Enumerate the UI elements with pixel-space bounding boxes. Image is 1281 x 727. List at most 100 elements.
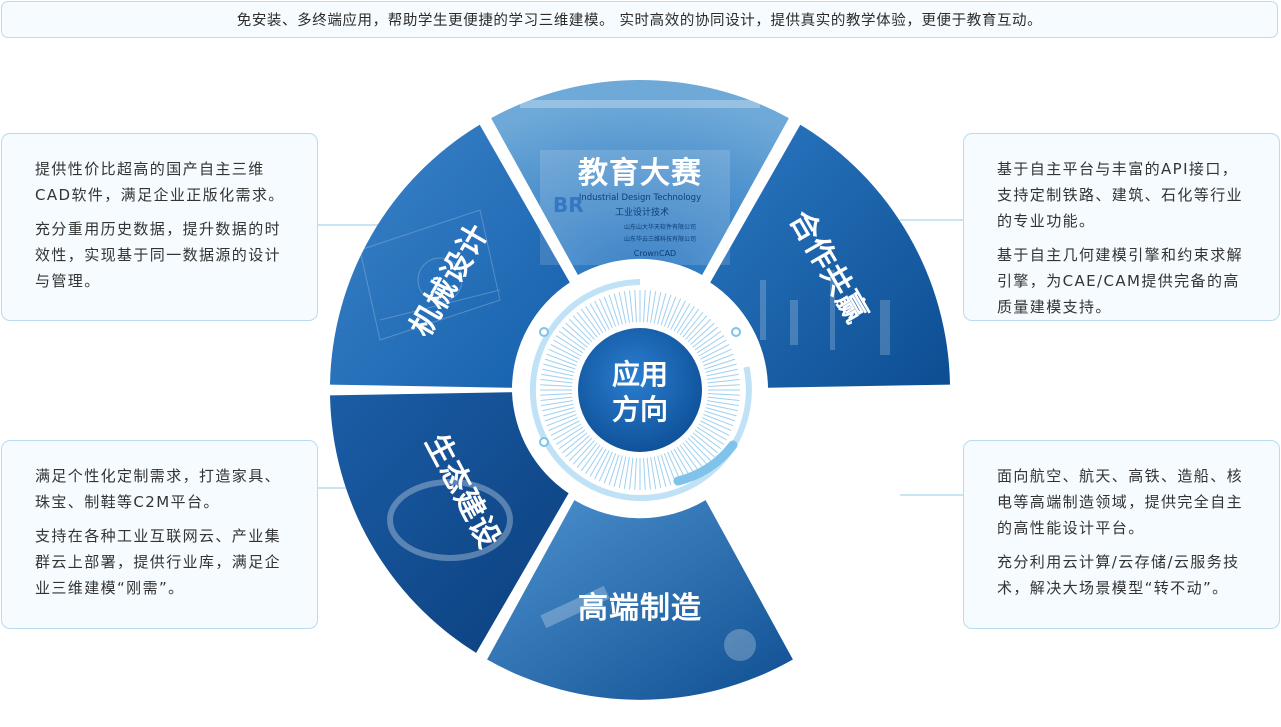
photo-overlay-mechanical xyxy=(359,209,501,341)
hub-tick xyxy=(660,454,672,486)
hub-tick xyxy=(558,429,586,450)
hub-tick xyxy=(585,446,604,475)
hub-tick xyxy=(696,426,725,445)
hub-tick xyxy=(561,326,588,348)
hub-tick xyxy=(542,403,574,412)
hub-tick xyxy=(598,451,613,482)
photo-caption-4: 山东华云三维科技有限公司 xyxy=(624,235,696,243)
ring-dot xyxy=(539,437,549,447)
hub-tick xyxy=(541,373,573,380)
hub-tick xyxy=(687,437,712,462)
hub-circle xyxy=(578,328,702,452)
hub-tick xyxy=(667,298,682,329)
hub-tick xyxy=(568,437,593,462)
hub-tick xyxy=(543,407,575,417)
hub-tick xyxy=(555,426,584,445)
hub-tick xyxy=(698,423,727,441)
hub-tick xyxy=(576,311,598,338)
hub-tick xyxy=(572,315,595,340)
hub-tick xyxy=(548,348,579,363)
ring-dot xyxy=(539,327,549,337)
segment-cooperation xyxy=(710,124,950,388)
hub-tick xyxy=(603,296,617,327)
hub-tick xyxy=(548,417,579,432)
hub-tick xyxy=(598,298,613,329)
hub-tick xyxy=(540,393,573,396)
hub-tick xyxy=(670,450,686,480)
hub-tick xyxy=(706,403,738,412)
info-box-cooperation: 基于自主平台与丰富的API接口，支持定制铁路、建筑、石化等行业的专业功能。 基于… xyxy=(963,133,1280,321)
info-text: 支持在各种工业互联网云、产业集群云上部署，提供行业库，满足企业三维建模“刚需”。 xyxy=(35,527,282,597)
hub-tick xyxy=(540,396,573,401)
hub-tick xyxy=(703,353,734,367)
hub-tick xyxy=(682,311,704,338)
photo-overlay-education xyxy=(520,100,760,265)
info-text: 基于自主几何建模引擎和约束求解引擎，为CAE/CAM提供完备的高质量建模支持。 xyxy=(997,246,1244,316)
photo-overlay-cooperation xyxy=(760,270,890,355)
hub-tick xyxy=(692,432,719,454)
hub-tick xyxy=(608,294,620,326)
hub-tick xyxy=(707,384,740,387)
photo-overlay-space xyxy=(540,585,756,661)
hub-tick xyxy=(694,429,722,450)
hub-tick xyxy=(696,335,725,354)
hub-tick xyxy=(603,453,617,484)
hub-tick xyxy=(576,442,598,469)
info-text: 充分重用历史数据，提升数据的时效性，实现基于同一数据源的设计与管理。 xyxy=(35,220,282,290)
hub-tick xyxy=(572,440,595,465)
hub-tick-ring xyxy=(540,290,740,490)
segment-label-education: 教育大赛 xyxy=(578,156,702,191)
hub-tick xyxy=(676,305,695,334)
hub-tick xyxy=(682,442,704,469)
hub-tick xyxy=(589,448,607,477)
hub-tick xyxy=(650,457,657,489)
hub-tick xyxy=(707,396,740,401)
hub-tick xyxy=(565,435,590,458)
hub-tick xyxy=(679,308,700,336)
hub-tick xyxy=(580,308,601,336)
hub-tick xyxy=(650,291,657,323)
hub-tick xyxy=(700,344,730,360)
hub-tick xyxy=(643,457,646,490)
segment-mechanical-design xyxy=(330,124,570,388)
hub-tick xyxy=(685,440,708,465)
info-box-mechanical-design: 提供性价比超高的国产自主三维CAD软件，满足企业正版化需求。 充分重用历史数据，… xyxy=(1,133,318,321)
segment-label-manufacturing: 高端制造 xyxy=(578,591,702,626)
hub-tick xyxy=(673,448,691,477)
top-banner: 免安装、多终端应用，帮助学生更便捷的学习三维建模。 实时高效的协同设计，提供真实… xyxy=(1,1,1278,38)
hub-tick xyxy=(676,446,695,475)
hub-tick xyxy=(707,379,740,384)
hub-tick xyxy=(568,318,593,343)
hub-tick xyxy=(543,363,575,373)
photo-overlay-ring xyxy=(387,479,513,561)
hub-tick xyxy=(544,358,576,370)
info-text: 充分利用云计算/云存储/云服务技术，解决大场景模型“转不动”。 xyxy=(997,553,1240,597)
hub-tick xyxy=(550,420,580,436)
hub-tick xyxy=(685,315,708,340)
hub-arc-highlight xyxy=(673,440,738,486)
hub-tick xyxy=(646,457,651,490)
hub-tick xyxy=(555,335,584,354)
photo-caption-3: 山东山大华天软件有限公司 xyxy=(624,223,696,231)
hub-tick xyxy=(546,353,577,367)
hub-tick xyxy=(561,432,588,454)
hub-tick xyxy=(629,457,634,490)
segment-ecosystem xyxy=(330,392,569,653)
hub-tick xyxy=(643,290,646,323)
info-box-ecosystem: 满足个性化定制需求，打造家具、珠宝、制鞋等C2M平台。 支持在各种工业互联网云、… xyxy=(1,440,318,629)
hub-tick xyxy=(580,444,601,472)
info-text: 基于自主平台与丰富的API接口，支持定制铁路、建筑、石化等行业的专业功能。 xyxy=(997,160,1244,230)
hub-tick xyxy=(589,303,607,332)
hub-tick xyxy=(634,457,637,490)
hub-tick xyxy=(613,455,623,487)
segment-education-competition xyxy=(491,79,789,275)
hub-tick xyxy=(646,290,651,323)
hub-tick xyxy=(542,368,574,377)
photo-caption-5: CrownCAD xyxy=(634,249,676,258)
hub-tick xyxy=(657,455,667,487)
hub-tick xyxy=(594,300,610,330)
hub-tick xyxy=(565,322,590,345)
hub-tick xyxy=(618,456,627,488)
hub-tick xyxy=(687,318,712,343)
